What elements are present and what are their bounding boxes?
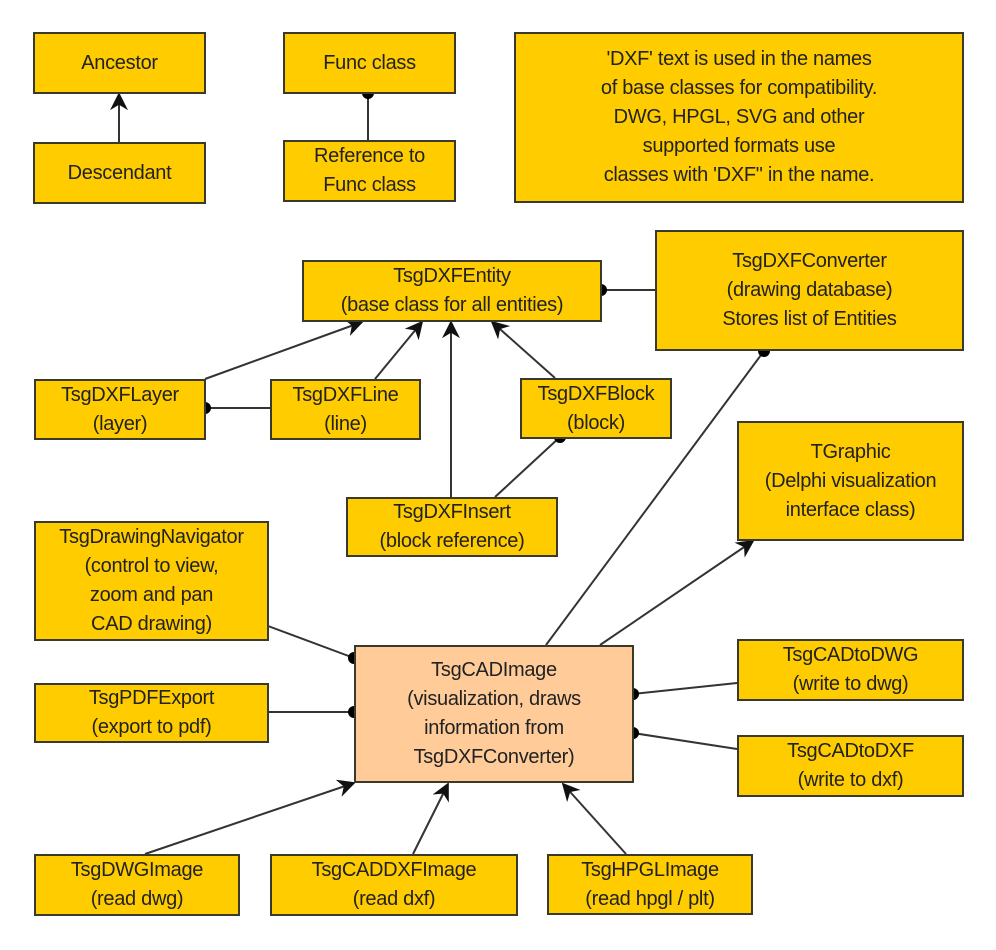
class-name: TsgDrawingNavigator bbox=[59, 526, 244, 548]
line-box: TsgDXFLine (line) bbox=[270, 379, 421, 440]
class-desc: Stores list of Entities bbox=[722, 308, 897, 330]
class-desc: zoom and pan bbox=[89, 584, 214, 606]
legend-func-class-box: Func class bbox=[283, 32, 456, 94]
reference-line-cadimage-converter bbox=[545, 350, 765, 646]
reference-line-cadtodxf-cadimage bbox=[632, 732, 738, 750]
converter-box: TsgDXFConverter (drawing database) Store… bbox=[655, 230, 964, 351]
navigator-box: TsgDrawingNavigator (control to view, zo… bbox=[34, 521, 269, 641]
inheritance-arrow-line-entity bbox=[374, 320, 424, 380]
class-name: TsgDWGImage bbox=[70, 859, 204, 881]
class-name: TsgCADtoDXF bbox=[787, 740, 914, 762]
pdfexport-box: TsgPDFExport (export to pdf) bbox=[34, 683, 269, 743]
cadtodxf-box: TsgCADtoDXF (write to dxf) bbox=[737, 735, 964, 797]
class-name: TsgDXFEntity bbox=[393, 265, 511, 287]
note-line: supported formats use bbox=[642, 135, 836, 157]
cadimage-box: TsgCADImage (visualization, draws inform… bbox=[354, 645, 634, 783]
note-line: DWG, HPGL, SVG and other bbox=[613, 106, 865, 128]
layer-box: TsgDXFLayer (layer) bbox=[34, 379, 206, 440]
box-label: Descendant bbox=[67, 161, 172, 184]
class-desc: (read dwg) bbox=[90, 888, 184, 910]
inheritance-arrow-dwgimage-cadimage bbox=[144, 779, 356, 855]
class-desc: (visualization, draws bbox=[407, 688, 581, 710]
class-desc: (line) bbox=[324, 412, 367, 435]
class-name: TsgCADtoDWG bbox=[782, 644, 919, 666]
class-desc: (export to pdf) bbox=[91, 716, 212, 738]
reference-line-insert-block bbox=[494, 436, 561, 498]
inheritance-arrow-caddxfimage-cadimage bbox=[412, 782, 449, 855]
legend-ancestor-box: Ancestor bbox=[33, 32, 206, 94]
class-name: TsgCADImage bbox=[431, 659, 557, 681]
box-label: Reference to bbox=[314, 145, 425, 167]
class-desc: interface class) bbox=[785, 498, 916, 521]
note-line: 'DXF' text is used in the names bbox=[606, 48, 872, 70]
reference-line-navigator-cadimage bbox=[267, 625, 355, 659]
class-desc: (read dxf) bbox=[352, 888, 436, 910]
class-desc: (write to dxf) bbox=[797, 769, 904, 791]
dwgimage-box: TsgDWGImage (read dwg) bbox=[34, 854, 240, 916]
class-desc: (read hpgl / plt) bbox=[585, 887, 715, 910]
class-name: TsgDXFInsert bbox=[393, 501, 511, 523]
inheritance-arrow-block-entity bbox=[490, 320, 556, 379]
class-desc: (control to view, bbox=[84, 555, 219, 577]
class-name: TsgHPGLImage bbox=[581, 858, 719, 881]
class-desc: (drawing database) bbox=[726, 279, 893, 301]
note-line: of base classes for compatibility. bbox=[600, 77, 878, 99]
class-desc: (base class for all entities) bbox=[340, 294, 564, 316]
note-box: 'DXF' text is used in the names of base … bbox=[514, 32, 964, 203]
class-name: TsgDXFLine bbox=[292, 383, 399, 406]
class-name: TsgDXFBlock bbox=[537, 382, 655, 405]
legend-reference-box: Reference to Func class bbox=[283, 140, 456, 202]
class-name: TsgDXFConverter bbox=[732, 250, 887, 272]
class-name: TsgCADDXFImage bbox=[311, 859, 477, 881]
caddxfimage-box: TsgCADDXFImage (read dxf) bbox=[270, 854, 518, 916]
inheritance-arrow-layer-entity bbox=[204, 319, 364, 380]
insert-box: TsgDXFInsert (block reference) bbox=[346, 497, 558, 557]
class-desc: (block) bbox=[567, 411, 625, 434]
box-label: Func class bbox=[323, 174, 416, 196]
class-desc: (block reference) bbox=[379, 530, 525, 552]
box-label: Func class bbox=[323, 51, 416, 74]
block-box: TsgDXFBlock (block) bbox=[520, 378, 672, 439]
class-desc: (write to dwg) bbox=[792, 673, 909, 695]
inheritance-arrow-cadimage-tgraphic bbox=[599, 539, 755, 646]
hpglimage-box: TsgHPGLImage (read hpgl / plt) bbox=[547, 854, 753, 915]
class-desc: information from bbox=[424, 717, 564, 739]
class-name: TGraphic bbox=[810, 440, 891, 463]
tgraphic-box: TGraphic (Delphi visualization interface… bbox=[737, 421, 964, 541]
class-desc: (Delphi visualization bbox=[764, 469, 937, 492]
inheritance-arrow-hpglimage-cadimage bbox=[561, 782, 627, 855]
box-label: Ancestor bbox=[81, 51, 158, 74]
class-name: TsgDXFLayer bbox=[61, 383, 179, 406]
legend-descendant-box: Descendant bbox=[33, 142, 206, 204]
class-desc: CAD drawing) bbox=[91, 613, 212, 635]
note-line: classes with 'DXF" in the name. bbox=[603, 164, 875, 186]
reference-line-cadtodwg-cadimage bbox=[632, 682, 738, 695]
class-name: TsgPDFExport bbox=[88, 687, 215, 709]
cadtodwg-box: TsgCADtoDWG (write to dwg) bbox=[737, 639, 964, 701]
class-desc: (layer) bbox=[92, 412, 148, 435]
entity-box: TsgDXFEntity (base class for all entitie… bbox=[302, 260, 602, 322]
class-desc: TsgDXFConverter) bbox=[413, 746, 575, 768]
